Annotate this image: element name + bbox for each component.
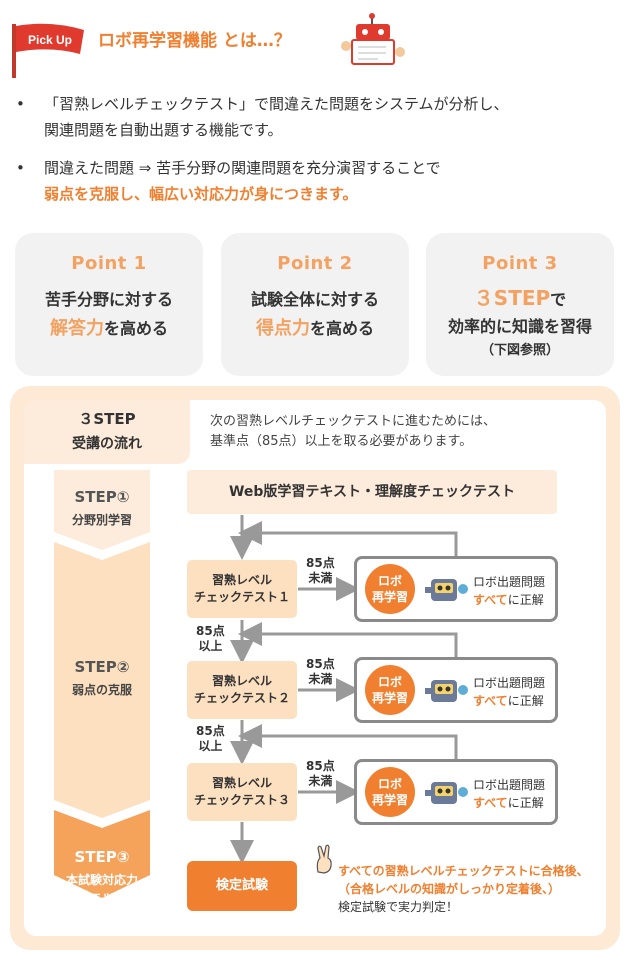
check-test-1: 習熟レベルチェックテスト１ [187,560,297,618]
under-85-label-2: 85点未満 [306,657,335,686]
flag-label: Pick Up [28,33,72,47]
point-1-head: Point 1 [71,253,147,274]
under-85-label-1: 85点未満 [306,556,335,585]
final-note: すべての習熟レベルチェックテストに合格後、 （合格レベルの知識がしっかり定着後、… [338,864,589,914]
pickup-flag-icon: Pick Up [12,23,84,78]
robo-relearn-panel-2: ロボ再学習 ロボ出題問題すべてに正解 [354,657,558,723]
certification-exam-box: 検定試験 [187,861,297,911]
step-2: STEP② 弱点の克服 [71,658,132,697]
step-1: STEP① 分野別学習 [71,488,132,527]
check-test-3: 習熟レベルチェックテスト３ [187,763,297,821]
point-3-head: Point 3 [482,253,558,274]
robo-relearn-badge: ロボ再学習 [365,564,415,614]
point-2-head: Point 2 [277,253,353,274]
robo-relearn-panel-1: ロボ再学習 ロボ出題問題すべてに正解 [354,556,558,622]
robot-mascot-icon [341,13,405,65]
robot-icon [425,782,468,804]
robo-relearn-badge: ロボ再学習 [365,767,415,817]
flow-head: ３STEP 受講の流れ [24,400,190,464]
web-text-box: Web版学習テキスト・理解度チェックテスト [187,470,557,514]
step-3: STEP③ 本試験対応力チェック [65,848,138,903]
robot-icon [425,579,468,601]
flow-note: 次の習熟レベルチェックテストに進むためには、 基準点（85点）以上を取る必要があ… [210,414,497,449]
under-85-label-3: 85点未満 [306,759,335,788]
robo-relearn-panel-3: ロボ再学習 ロボ出題問題すべてに正解 [354,759,558,825]
robo-relearn-badge: ロボ再学習 [365,665,415,715]
robot-icon [425,680,468,702]
over-85-label-2: 85点以上 [196,724,225,753]
point-1-card: Point 1 苦手分野に対する 解答力を高める [15,233,203,376]
peace-hand-icon [316,844,332,874]
point-3-card: Point 3 ３STEPで 効率的に知識を習得 （下図参照） [426,233,614,376]
point-2-card: Point 2 試験全体に対する 得点力を高める [221,233,409,376]
step-chevrons [54,470,150,898]
over-85-label-1: 85点以上 [196,624,225,653]
check-test-2: 習熟レベルチェックテスト２ [187,661,297,719]
page-title: ロボ再学習機能 とは…？ [98,31,291,51]
